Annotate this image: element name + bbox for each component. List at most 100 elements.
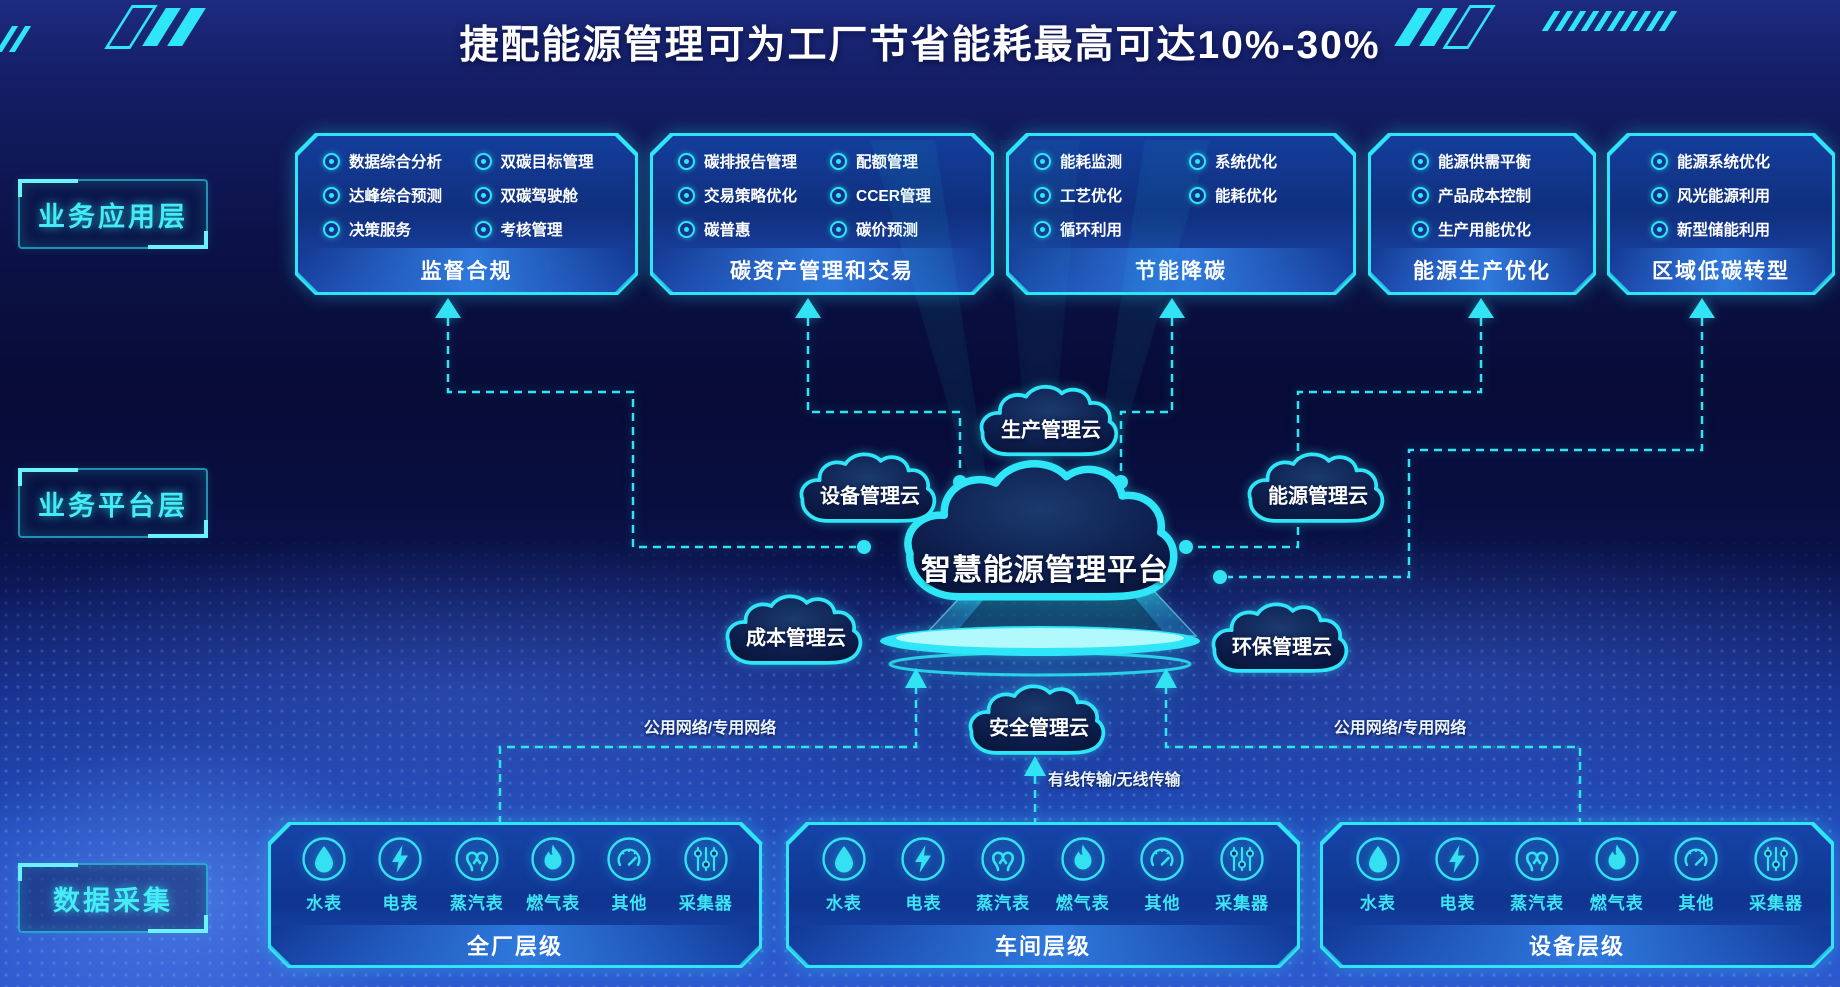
layer-tag-data-collection: 数据采集 xyxy=(18,863,208,933)
meter-item: 采集器 xyxy=(1206,835,1278,914)
app-item: 生产用能优化 xyxy=(1412,218,1584,240)
cloud-label-energy: 能源管理云 xyxy=(1268,485,1368,508)
app-item: 系统优化 xyxy=(1189,150,1344,172)
app-box-supervision-compliance: 数据综合分析 双碳目标管理 达峰综合预测 双碳驾驶舱 决策服务 考核管理 监督合… xyxy=(295,133,638,295)
app-box-energy-production-optimization: 能源供需平衡 产品成本控制 生产用能优化 能源生产优化 xyxy=(1368,133,1596,295)
network-label-right: 公用网络/专用网络 xyxy=(1333,720,1467,737)
flame-icon xyxy=(1593,835,1641,883)
collection-box-plant-level: 水表 电表 蒸汽表 燃气表 其他 采集器 全厂层级 xyxy=(268,822,762,968)
app-item: 双碳驾驶舱 xyxy=(474,184,627,206)
collection-box-title: 全厂层级 xyxy=(271,925,759,965)
bullet-icon xyxy=(1034,152,1051,170)
app-item: 能源供需平衡 xyxy=(1412,150,1584,172)
bullet-icon xyxy=(830,186,847,204)
app-item: 决策服务 xyxy=(323,218,475,240)
lightning-icon xyxy=(376,835,424,883)
meter-item: 水表 xyxy=(288,835,360,914)
steam-icon xyxy=(979,835,1027,883)
bullet-icon xyxy=(1412,186,1429,204)
app-item: 新型储能利用 xyxy=(1651,218,1823,240)
app-box-regional-low-carbon: 能源系统优化 风光能源利用 新型储能利用 区域低碳转型 xyxy=(1607,133,1835,295)
app-item: 配额管理 xyxy=(830,150,982,172)
app-item: 能耗监测 xyxy=(1034,150,1189,172)
cloud-label-cost: 成本管理云 xyxy=(746,627,846,650)
bullet-icon xyxy=(830,220,847,238)
bullet-icon xyxy=(1034,186,1051,204)
app-item: 循环利用 xyxy=(1034,218,1189,240)
app-box-title: 区域低碳转型 xyxy=(1610,248,1832,292)
collection-box-workshop-level: 水表 电表 蒸汽表 燃气表 其他 采集器 车间层级 xyxy=(786,822,1300,968)
bullet-icon xyxy=(1189,152,1206,170)
steam-icon xyxy=(453,835,501,883)
bullet-icon xyxy=(474,220,492,238)
meter-item: 水表 xyxy=(808,835,880,914)
bullet-icon xyxy=(474,152,492,170)
steam-icon xyxy=(1513,835,1561,883)
bullet-icon xyxy=(830,152,847,170)
app-box-energy-saving: 能耗监测 系统优化 工艺优化 能耗优化 循环利用 节能降碳 xyxy=(1006,133,1356,295)
collection-box-title: 车间层级 xyxy=(789,925,1297,965)
meter-item: 燃气表 xyxy=(517,835,589,914)
meter-item: 蒸汽表 xyxy=(441,835,513,914)
bullet-icon xyxy=(1034,220,1051,238)
meter-item: 其他 xyxy=(593,835,665,914)
app-item: 工艺优化 xyxy=(1034,184,1189,206)
app-item: 交易策略优化 xyxy=(678,184,830,206)
meter-item: 其他 xyxy=(1660,835,1732,914)
app-box-carbon-asset-trading: 碳排报告管理 配额管理 交易策略优化 CCER管理 碳普惠 碳价预测 碳资产管理… xyxy=(650,133,994,295)
app-item: 达峰综合预测 xyxy=(323,184,475,206)
bullet-icon xyxy=(678,186,695,204)
cloud-label-equipment: 设备管理云 xyxy=(820,485,920,508)
bullet-icon xyxy=(678,220,695,238)
meter-item: 燃气表 xyxy=(1581,835,1653,914)
meter-item: 电表 xyxy=(1421,835,1493,914)
app-item: 考核管理 xyxy=(474,218,627,240)
bullet-icon xyxy=(1651,152,1668,170)
lightning-icon xyxy=(899,835,947,883)
app-item: 碳价预测 xyxy=(830,218,982,240)
layer-tag-business-platform: 业务平台层 xyxy=(18,468,208,538)
water-drop-icon xyxy=(300,835,348,883)
gauge-icon xyxy=(605,835,653,883)
lightning-icon xyxy=(1433,835,1481,883)
gauge-icon xyxy=(1138,835,1186,883)
meter-item: 蒸汽表 xyxy=(967,835,1039,914)
bullet-icon xyxy=(323,220,340,238)
cloud-label-safety: 安全管理云 xyxy=(989,717,1089,740)
collection-box-device-level: 水表 电表 蒸汽表 燃气表 其他 采集器 设备层级 xyxy=(1320,822,1834,968)
meter-item: 蒸汽表 xyxy=(1501,835,1573,914)
app-box-title: 能源生产优化 xyxy=(1371,248,1593,292)
connector-lines xyxy=(446,318,1704,822)
central-platform-label: 智慧能源管理平台 xyxy=(921,554,1169,587)
sliders-icon xyxy=(1218,835,1266,883)
bullet-icon xyxy=(678,152,695,170)
meter-item: 电表 xyxy=(364,835,436,914)
bullet-icon xyxy=(1189,186,1206,204)
meter-item: 其他 xyxy=(1126,835,1198,914)
app-box-title: 监督合规 xyxy=(298,248,635,292)
connector-arrows xyxy=(435,298,1715,776)
gauge-icon xyxy=(1672,835,1720,883)
meter-item: 燃气表 xyxy=(1047,835,1119,914)
network-label-left: 公用网络/专用网络 xyxy=(643,720,777,737)
app-item: 碳排报告管理 xyxy=(678,150,830,172)
app-item: 数据综合分析 xyxy=(323,150,475,172)
meter-item: 采集器 xyxy=(1740,835,1812,914)
meter-item: 电表 xyxy=(887,835,959,914)
network-label-middle: 有线传输/无线传输 xyxy=(1048,772,1181,789)
app-item: 风光能源利用 xyxy=(1651,184,1823,206)
app-box-title: 碳资产管理和交易 xyxy=(653,248,991,292)
water-drop-icon xyxy=(1354,835,1402,883)
layer-tag-business-application: 业务应用层 xyxy=(18,179,208,249)
water-drop-icon xyxy=(820,835,868,883)
app-item: 碳普惠 xyxy=(678,218,830,240)
platform-pedestal xyxy=(880,591,1200,677)
app-item: 产品成本控制 xyxy=(1412,184,1584,206)
flame-icon xyxy=(1059,835,1107,883)
meter-item: 水表 xyxy=(1342,835,1414,914)
bullet-icon xyxy=(323,152,340,170)
cloud-label-environment: 环保管理云 xyxy=(1232,636,1332,659)
bullet-icon xyxy=(1412,220,1429,238)
collection-box-title: 设备层级 xyxy=(1323,925,1831,965)
